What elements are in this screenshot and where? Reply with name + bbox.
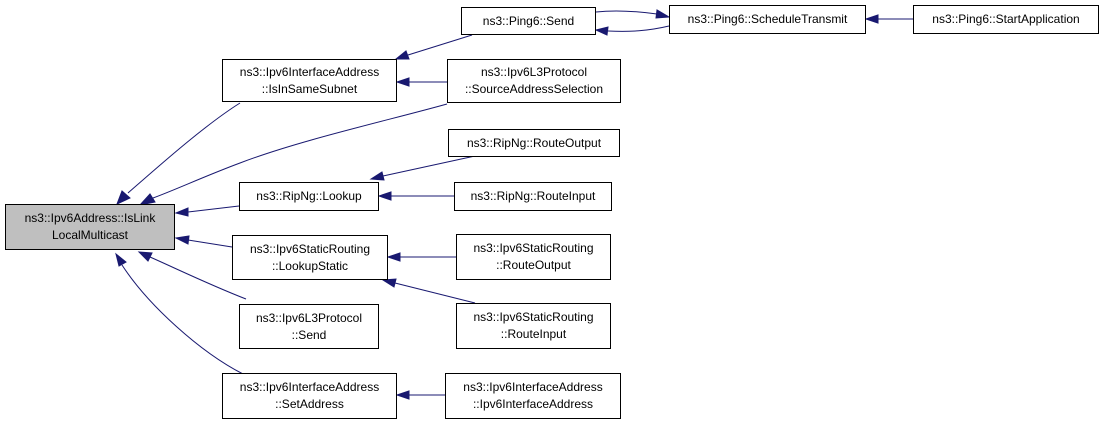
node-label-line2: ::Ipv6InterfaceAddress xyxy=(472,397,594,411)
node-l3-send[interactable]: ns3::Ipv6L3Protocol ::Send xyxy=(239,304,379,349)
arrowhead-icon xyxy=(174,235,190,245)
node-label-line2: LocalMulticast xyxy=(51,228,129,242)
node-label-line1: ns3::RipNg::Lookup xyxy=(256,189,362,203)
node-label-line1: ns3::Ipv6StaticRouting xyxy=(249,241,371,256)
arrowhead-icon xyxy=(394,50,410,60)
node-ping6-send[interactable]: ns3::Ping6::Send xyxy=(461,7,596,35)
node-label-line2: ::Send xyxy=(291,327,327,342)
node-label-line1: ns3::Ipv6InterfaceAddress xyxy=(239,380,380,394)
node-label-line2: ::SetAddress xyxy=(275,397,344,411)
arrowhead-icon xyxy=(115,252,127,267)
node-label-line1: ns3::Ipv6L3Protocol xyxy=(480,65,588,79)
edge-static-route-input-to-lookup-static xyxy=(394,282,476,304)
edge-is-in-same-subnet-to-root xyxy=(127,102,241,194)
arrowhead-icon xyxy=(594,26,609,36)
node-label-line1: ns3::Ipv6InterfaceAddress xyxy=(239,64,380,79)
edge-ripng-route-output-to-lookup xyxy=(382,155,476,177)
node-source-addr-sel[interactable]: ns3::Ipv6L3Protocol ::SourceAddressSelec… xyxy=(447,59,621,103)
edge-ping6-send-to-schedule-transmit xyxy=(595,10,658,15)
node-ripng-route-input[interactable]: ns3::RipNg::RouteInput xyxy=(454,182,612,211)
node-label-line2: ::IsInSameSubnet xyxy=(261,81,358,96)
arrowhead-icon xyxy=(116,190,131,205)
edge-l3-send-to-root xyxy=(149,256,247,300)
arrowhead-icon xyxy=(381,278,397,288)
arrowhead-icon xyxy=(369,171,385,181)
node-label-line1: ns3::RipNg::RouteInput xyxy=(470,189,596,203)
arrowhead-icon xyxy=(655,9,671,19)
edge-schedule-transmit-to-ping6-send xyxy=(607,25,670,32)
node-label-line1: ns3::Ping6::Send xyxy=(482,13,575,28)
node-start-application[interactable]: ns3::Ping6::StartApplication xyxy=(913,5,1099,34)
node-root: ns3::Ipv6Address::IsLink LocalMulticast xyxy=(5,204,175,250)
node-label-line1: ns3::Ipv6StaticRouting xyxy=(473,310,594,324)
node-label-line2: ::RouteOutput xyxy=(496,258,571,272)
edge-ripng-lookup-to-root xyxy=(187,205,240,213)
node-label-line2: ::LookupStatic xyxy=(271,258,349,273)
node-label-line1: ns3::Ipv6StaticRouting xyxy=(473,241,594,255)
node-label-line1: ns3::RipNg::RouteOutput xyxy=(466,135,602,150)
node-label-line1: ns3::Ping6::StartApplication xyxy=(932,12,1080,26)
arrowhead-icon xyxy=(138,193,156,206)
node-label-line2: ::RouteInput xyxy=(500,327,567,341)
node-label-line1: ns3::Ipv6L3Protocol xyxy=(255,310,363,325)
arrowhead-icon xyxy=(377,191,392,201)
node-label-line2: ::SourceAddressSelection xyxy=(464,82,604,96)
edge-set-address-to-root xyxy=(121,264,244,375)
node-label-line1: ns3::Ipv6InterfaceAddress xyxy=(463,380,603,394)
node-iface-addr-ctor[interactable]: ns3::Ipv6InterfaceAddress ::Ipv6Interfac… xyxy=(445,373,621,419)
arrowhead-icon xyxy=(864,14,879,24)
edge-layer xyxy=(115,9,913,400)
arrowhead-icon xyxy=(174,207,189,217)
node-schedule-transmit[interactable]: ns3::Ping6::ScheduleTransmit xyxy=(669,5,866,34)
node-is-in-same-subnet[interactable]: ns3::Ipv6InterfaceAddress ::IsInSameSubn… xyxy=(222,59,397,102)
node-ripng-lookup[interactable]: ns3::RipNg::Lookup xyxy=(239,182,379,211)
arrowhead-icon xyxy=(386,252,401,262)
node-ripng-route-output[interactable]: ns3::RipNg::RouteOutput xyxy=(448,129,620,157)
node-label-line1: ns3::Ipv6Address::IsLink xyxy=(24,211,156,225)
node-lookup-static[interactable]: ns3::Ipv6StaticRouting ::LookupStatic xyxy=(232,235,388,280)
node-static-route-output[interactable]: ns3::Ipv6StaticRouting ::RouteOutput xyxy=(456,234,611,280)
arrowhead-icon xyxy=(395,77,410,87)
node-set-address[interactable]: ns3::Ipv6InterfaceAddress ::SetAddress xyxy=(222,373,397,419)
edge-lookup-static-to-root xyxy=(187,239,233,248)
node-label-line1: ns3::Ping6::ScheduleTransmit xyxy=(687,12,848,26)
node-static-route-input[interactable]: ns3::Ipv6StaticRouting ::RouteInput xyxy=(456,303,611,349)
arrowhead-icon xyxy=(137,251,153,262)
arrowhead-icon xyxy=(395,390,410,400)
edge-ping6-send-to-is-in-same-subnet xyxy=(407,34,473,56)
edge-source-addr-sel-to-root xyxy=(152,103,448,199)
